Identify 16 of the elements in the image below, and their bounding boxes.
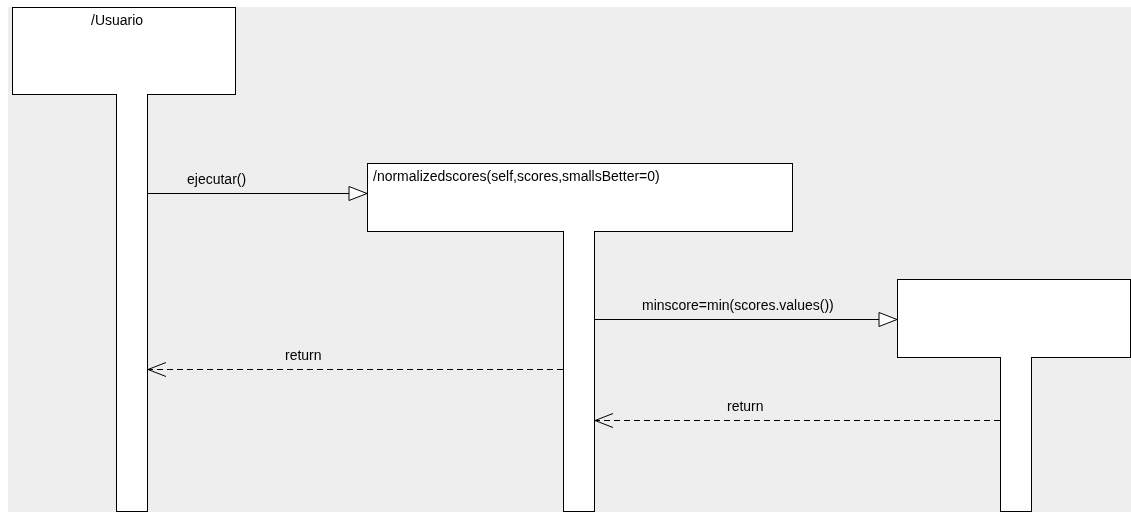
message-arrow [594, 312, 898, 327]
object-name: /normalizedscores(self,scores,smallsBetter=0) [373, 168, 660, 184]
edge-label: return [725, 398, 766, 414]
object-box [12, 7, 236, 95]
object-box [367, 163, 793, 232]
message-arrow [147, 186, 368, 201]
object-box [897, 279, 1131, 358]
activation-bar [1000, 357, 1032, 512]
edge-label: minscore=min(scores.values()) [640, 297, 836, 313]
edge-label: ejecutar() [185, 171, 249, 187]
activation-bar [116, 94, 148, 512]
return-arrow [147, 362, 564, 377]
activation-bar [563, 231, 595, 512]
edge-label: return [283, 347, 324, 363]
return-arrow [594, 413, 1001, 428]
object-name: /Usuario [91, 12, 144, 28]
